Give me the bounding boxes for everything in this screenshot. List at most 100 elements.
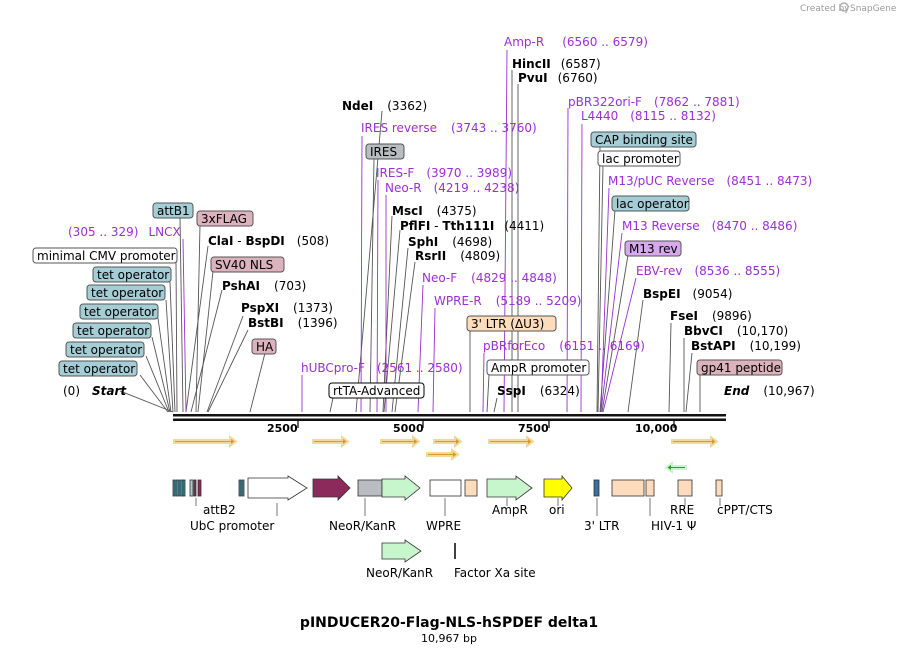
leader-attb1 xyxy=(179,216,184,413)
leader-rtta xyxy=(329,397,334,413)
svg-text:HA: HA xyxy=(256,340,274,354)
leader-sspi xyxy=(493,397,498,413)
orf-arrows xyxy=(173,435,719,461)
ruler-5000: 5000 xyxy=(393,422,424,435)
primer-hubcpro-f: hUBCpro-F(2561 .. 2580) xyxy=(301,361,463,375)
primer-l4440: L4440(8115 .. 8132) xyxy=(581,109,716,123)
label-cppt-cts: cPPT/CTS xyxy=(717,503,773,517)
svg-text:3' LTR (ΔU3): 3' LTR (ΔU3) xyxy=(471,317,544,331)
feature-block xyxy=(182,479,186,497)
label-ori: ori xyxy=(549,503,565,517)
label-factor-xa-site: Factor Xa site xyxy=(454,566,536,580)
leader-tet-op-3 xyxy=(157,317,172,413)
enzyme-pvui: PvuI(6760) xyxy=(518,71,598,85)
ubc-promoter-arrow xyxy=(247,475,308,501)
leader-ampr-promoter xyxy=(486,374,490,413)
leader-m13-reverse xyxy=(600,232,623,413)
leader-ebv-rev xyxy=(602,277,637,413)
orf-arrow xyxy=(426,448,460,461)
enzyme-ndei: NdeI(3362) xyxy=(342,99,427,113)
ruler-10000: 10,000 xyxy=(635,422,678,435)
leader-lncx xyxy=(182,238,187,413)
feature-lac-promoter: lac promoter xyxy=(597,150,681,167)
leader-m13-puc-reverse xyxy=(600,187,610,413)
feature-track xyxy=(172,474,723,563)
leader-tet-op-1 xyxy=(169,281,176,413)
leader-bstbi xyxy=(207,329,249,413)
primer-wpre-r: WPRE-R(5189 .. 5209) xyxy=(434,294,581,308)
feature-attb1: attB1 xyxy=(152,202,194,219)
ltr-block xyxy=(464,479,478,497)
primer-m13-puc-reverse: M13/pUC Reverse(8451 .. 8473) xyxy=(608,174,812,188)
brand-text: SnapGene xyxy=(850,4,897,14)
leader-fsei xyxy=(668,322,672,413)
svg-text:tet operator: tet operator xyxy=(97,268,169,282)
label-ampr: AmpR xyxy=(492,503,528,517)
ampr-arrow xyxy=(486,475,533,501)
primer-pbr322ori-f: pBR322ori-F(7862 .. 7881) xyxy=(568,95,740,109)
leader-bspei xyxy=(627,299,644,413)
enzyme-sphi: SphI(4698) xyxy=(408,235,492,249)
leader-tet-op-6 xyxy=(139,374,169,413)
leader-amp-r xyxy=(503,49,508,413)
label-neor-kanr: NeoR/KanR xyxy=(329,519,396,533)
svg-text:IRES: IRES xyxy=(370,145,397,159)
svg-text:3xFLAG: 3xFLAG xyxy=(201,212,247,226)
leader-ires xyxy=(369,157,375,413)
svg-text:lac promoter: lac promoter xyxy=(602,152,679,166)
3ltr-block xyxy=(611,479,645,497)
primer-ebv-rev: EBV-rev(8536 .. 8555) xyxy=(636,264,780,278)
svg-text:CAP binding site: CAP binding site xyxy=(595,133,693,147)
svg-text:tet operator: tet operator xyxy=(84,305,156,319)
enzyme-bbvci: BbvCI(10,170) xyxy=(684,324,788,338)
ruler-7500: 7500 xyxy=(518,422,549,435)
feature-tet-operator-5: tet operator xyxy=(65,341,145,358)
orf-arrow-reverse xyxy=(664,461,687,474)
leader-ha xyxy=(249,352,266,413)
start-label: (0)Start xyxy=(63,384,127,398)
leader-bstapi xyxy=(685,352,693,413)
svg-text:AmpR promoter: AmpR promoter xyxy=(491,361,586,375)
enzyme-bstapi: BstAPI(10,199) xyxy=(691,339,801,353)
primer-ires-reverse: IRES reverse(3743 .. 3760) xyxy=(361,121,537,135)
leader-ndei xyxy=(355,110,383,413)
ires-block xyxy=(357,479,383,497)
leader-pflfi xyxy=(383,229,401,413)
label-wpre: WPRE xyxy=(426,519,461,533)
enzyme-hincii: HincII(6587) xyxy=(512,57,601,71)
feature-tet-operator-2: tet operator xyxy=(86,284,166,301)
leader-minimal-cmv xyxy=(175,261,178,413)
wpre-block xyxy=(429,479,462,497)
feature-block xyxy=(193,479,197,497)
svg-text:tet operator: tet operator xyxy=(63,362,135,376)
primer-amp-r: Amp-R(6560 .. 6579) xyxy=(504,35,648,49)
label-rre: RRE xyxy=(670,503,694,517)
watermark-text: Created by xyxy=(800,4,850,14)
feature-ires: IRES xyxy=(365,143,405,160)
leader-lac-promoter xyxy=(597,164,604,413)
plasmid-title: pINDUCER20-Flag-NLS-hSPDEF delta1 xyxy=(300,615,598,631)
primer-neo-r: Neo-R(4219 .. 4238) xyxy=(385,181,519,195)
label-neor-kanr-2: NeoR/KanR xyxy=(366,566,433,580)
feature-block xyxy=(189,479,194,497)
label-ubc-promoter: UbC promoter xyxy=(190,519,274,533)
svg-text:tet operator: tet operator xyxy=(77,324,149,338)
plasmid-length: 10,967 bp xyxy=(421,632,477,645)
primer-ires-f: IRES-F(3970 .. 3989) xyxy=(376,166,512,180)
feature-cap-binding-site: CAP binding site xyxy=(590,131,697,148)
label-3ltr: 3' LTR xyxy=(584,519,619,533)
feature-3xflag: 3xFLAG xyxy=(196,210,254,227)
svg-text:minimal CMV promoter: minimal CMV promoter xyxy=(37,249,176,263)
feature-rtta-advanced: rtTA-Advanced xyxy=(328,382,425,399)
sequence-backbone xyxy=(173,414,726,428)
feature-sv40-nls: SV40 NLS xyxy=(210,256,285,273)
feature-tet-operator-3: tet operator xyxy=(79,303,159,320)
enzyme-pshai: PshAI(703) xyxy=(222,279,306,293)
leader-ires-f xyxy=(376,179,379,413)
feature-block xyxy=(238,479,242,497)
leader-lines xyxy=(119,49,701,413)
enzyme-bspei: BspEI(9054) xyxy=(643,287,732,301)
label-hiv1-psi: HIV-1 Ψ xyxy=(651,519,696,533)
leader-wpre-r xyxy=(432,307,436,413)
orf-arrow xyxy=(312,435,350,448)
